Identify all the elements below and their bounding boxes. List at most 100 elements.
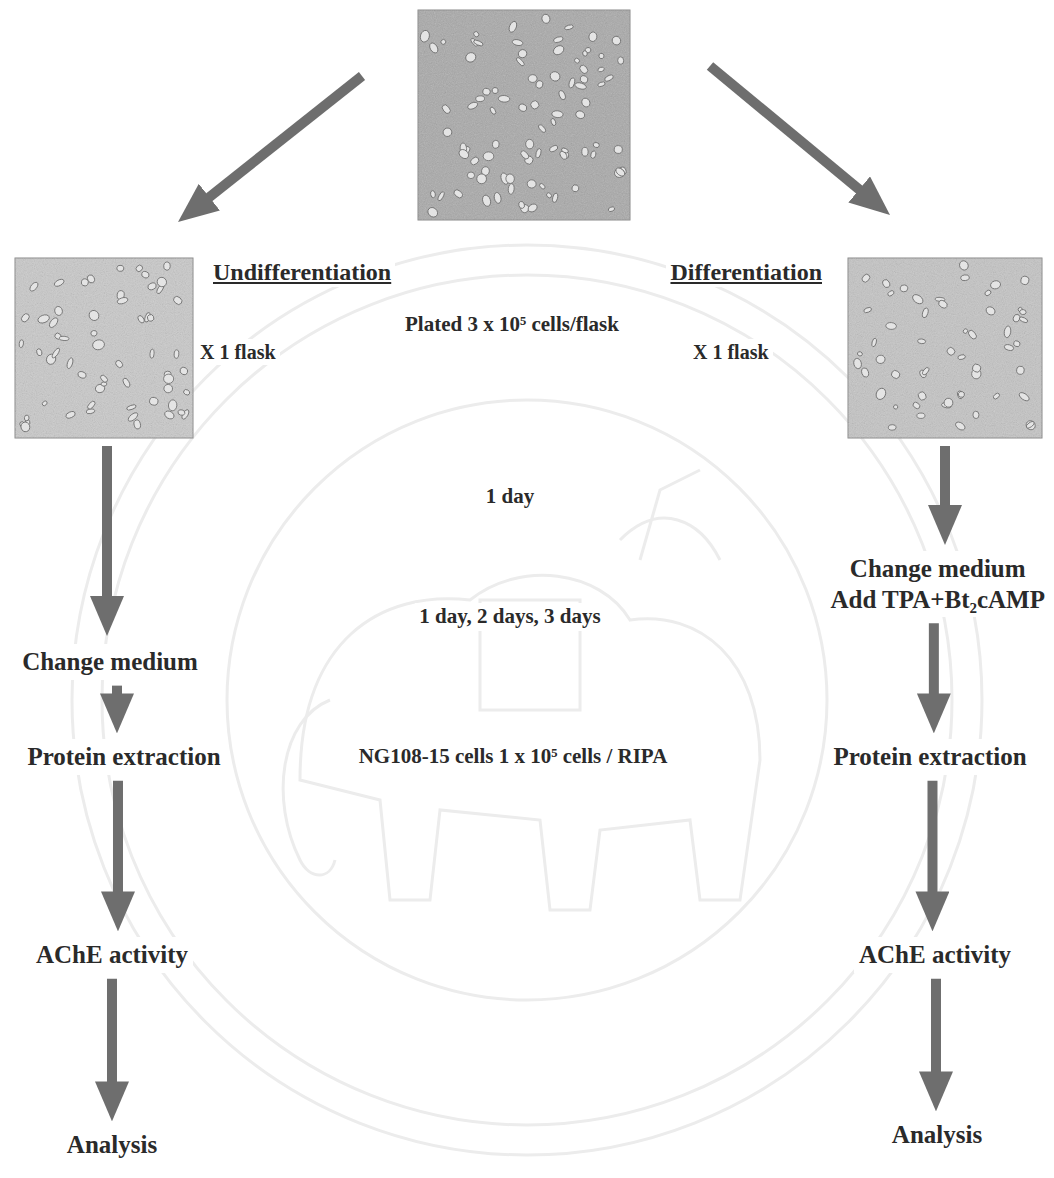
cell-blob (505, 174, 515, 184)
cell-blob (608, 206, 616, 212)
cell-blob (127, 411, 139, 422)
step-text: Analysis (67, 1129, 157, 1160)
cell-blob (549, 144, 559, 152)
cell-blob (954, 420, 966, 431)
cell-blob (147, 282, 157, 291)
cell-blob (984, 289, 992, 297)
cell-blob (122, 377, 131, 388)
cell-blob (163, 261, 171, 270)
cell-blob (54, 306, 64, 317)
cell-blob (141, 271, 150, 279)
cell-blob (535, 80, 543, 89)
cell-blob (582, 147, 588, 156)
flow-arrow (107, 979, 117, 1092)
cell-blob (610, 35, 622, 47)
cell-blob (473, 31, 480, 38)
cell-blob (527, 202, 539, 213)
cell-blob (912, 401, 921, 410)
cell-blob (168, 399, 177, 411)
cell-blob (890, 369, 901, 380)
cell-blob (467, 101, 479, 111)
cell-blob (48, 316, 60, 329)
cell-blob (135, 264, 144, 273)
cell-blob (86, 274, 95, 284)
cell-blob (552, 193, 559, 203)
cell-blob (582, 50, 588, 56)
cell-blob (519, 149, 530, 160)
cell-blob (179, 366, 189, 376)
cell-blob (1013, 340, 1021, 348)
process-step: Protein extraction (828, 739, 1031, 774)
cell-blob (1024, 419, 1037, 432)
cell-blob (992, 392, 1000, 400)
flow-arrow (927, 781, 937, 902)
cell-blob (163, 409, 175, 420)
process-step: Analysis (62, 1127, 162, 1162)
cell-blob (163, 384, 173, 393)
cell-blob (539, 183, 546, 190)
cell-blob (553, 36, 564, 44)
flow-arrow (929, 623, 939, 703)
cell-blob (598, 53, 604, 60)
cell-blob (967, 329, 978, 341)
process-step: Change medium (17, 644, 203, 679)
cell-blob (528, 74, 537, 82)
cell-blob (958, 259, 970, 271)
cell-blob (66, 357, 74, 369)
cell-blob (515, 57, 525, 67)
cell-blob (574, 57, 581, 64)
cell-blob (59, 336, 69, 341)
cell-blob (552, 110, 564, 118)
cell-blob (900, 284, 908, 292)
micrograph-image (15, 258, 193, 438)
cell-blob (1019, 309, 1026, 315)
cell-blob (77, 371, 87, 379)
cell-blob (428, 42, 440, 55)
cell-blob (617, 57, 624, 65)
cell-blob (1018, 391, 1031, 402)
cell-blob (917, 339, 925, 345)
cell-blob (943, 398, 953, 408)
cell-blob (150, 349, 155, 358)
cell-blob (971, 363, 982, 374)
cell-blob (481, 194, 492, 207)
university-seal-watermark (72, 245, 982, 1155)
cell-blob (552, 44, 566, 57)
process-step: AChE activity (31, 937, 193, 972)
cell-blob (116, 265, 124, 272)
protocol-note: NG108-15 cells 1 x 10⁵ cells / RIPA (355, 743, 672, 770)
cell-blob (20, 421, 31, 433)
cell-blob (604, 74, 614, 82)
cell-blob (871, 338, 877, 348)
cell-blob (473, 39, 484, 47)
cell-blob (92, 339, 106, 351)
flow-arrow (710, 66, 867, 196)
cell-blob (937, 299, 948, 309)
process-step: Change mediumAdd TPA+Bt₂cAMP (825, 551, 1050, 618)
cell-blob (493, 192, 502, 204)
cell-blob (888, 424, 896, 430)
cell-blob (911, 293, 925, 306)
cell-blob (597, 81, 606, 87)
cell-blob (985, 305, 997, 316)
cell-blob (467, 172, 474, 179)
cell-blob (526, 139, 534, 149)
cell-blob (24, 415, 30, 421)
cell-blob (593, 142, 600, 148)
cell-blob (508, 20, 519, 33)
cell-blob (453, 188, 465, 199)
cell-blob (921, 366, 930, 375)
cell-blob (491, 87, 499, 95)
cell-blob (492, 140, 499, 148)
cell-blob (529, 99, 540, 110)
cell-blob (957, 354, 966, 360)
cell-blob (874, 387, 887, 401)
cell-blob (886, 322, 897, 330)
time-note: 1 day (482, 483, 538, 510)
cell-blob (464, 51, 477, 64)
cell-blob (1003, 326, 1011, 338)
cell-blob (426, 206, 440, 219)
flow-arrow (102, 446, 112, 606)
cell-blob (1004, 344, 1014, 351)
cell-blob (960, 274, 969, 281)
